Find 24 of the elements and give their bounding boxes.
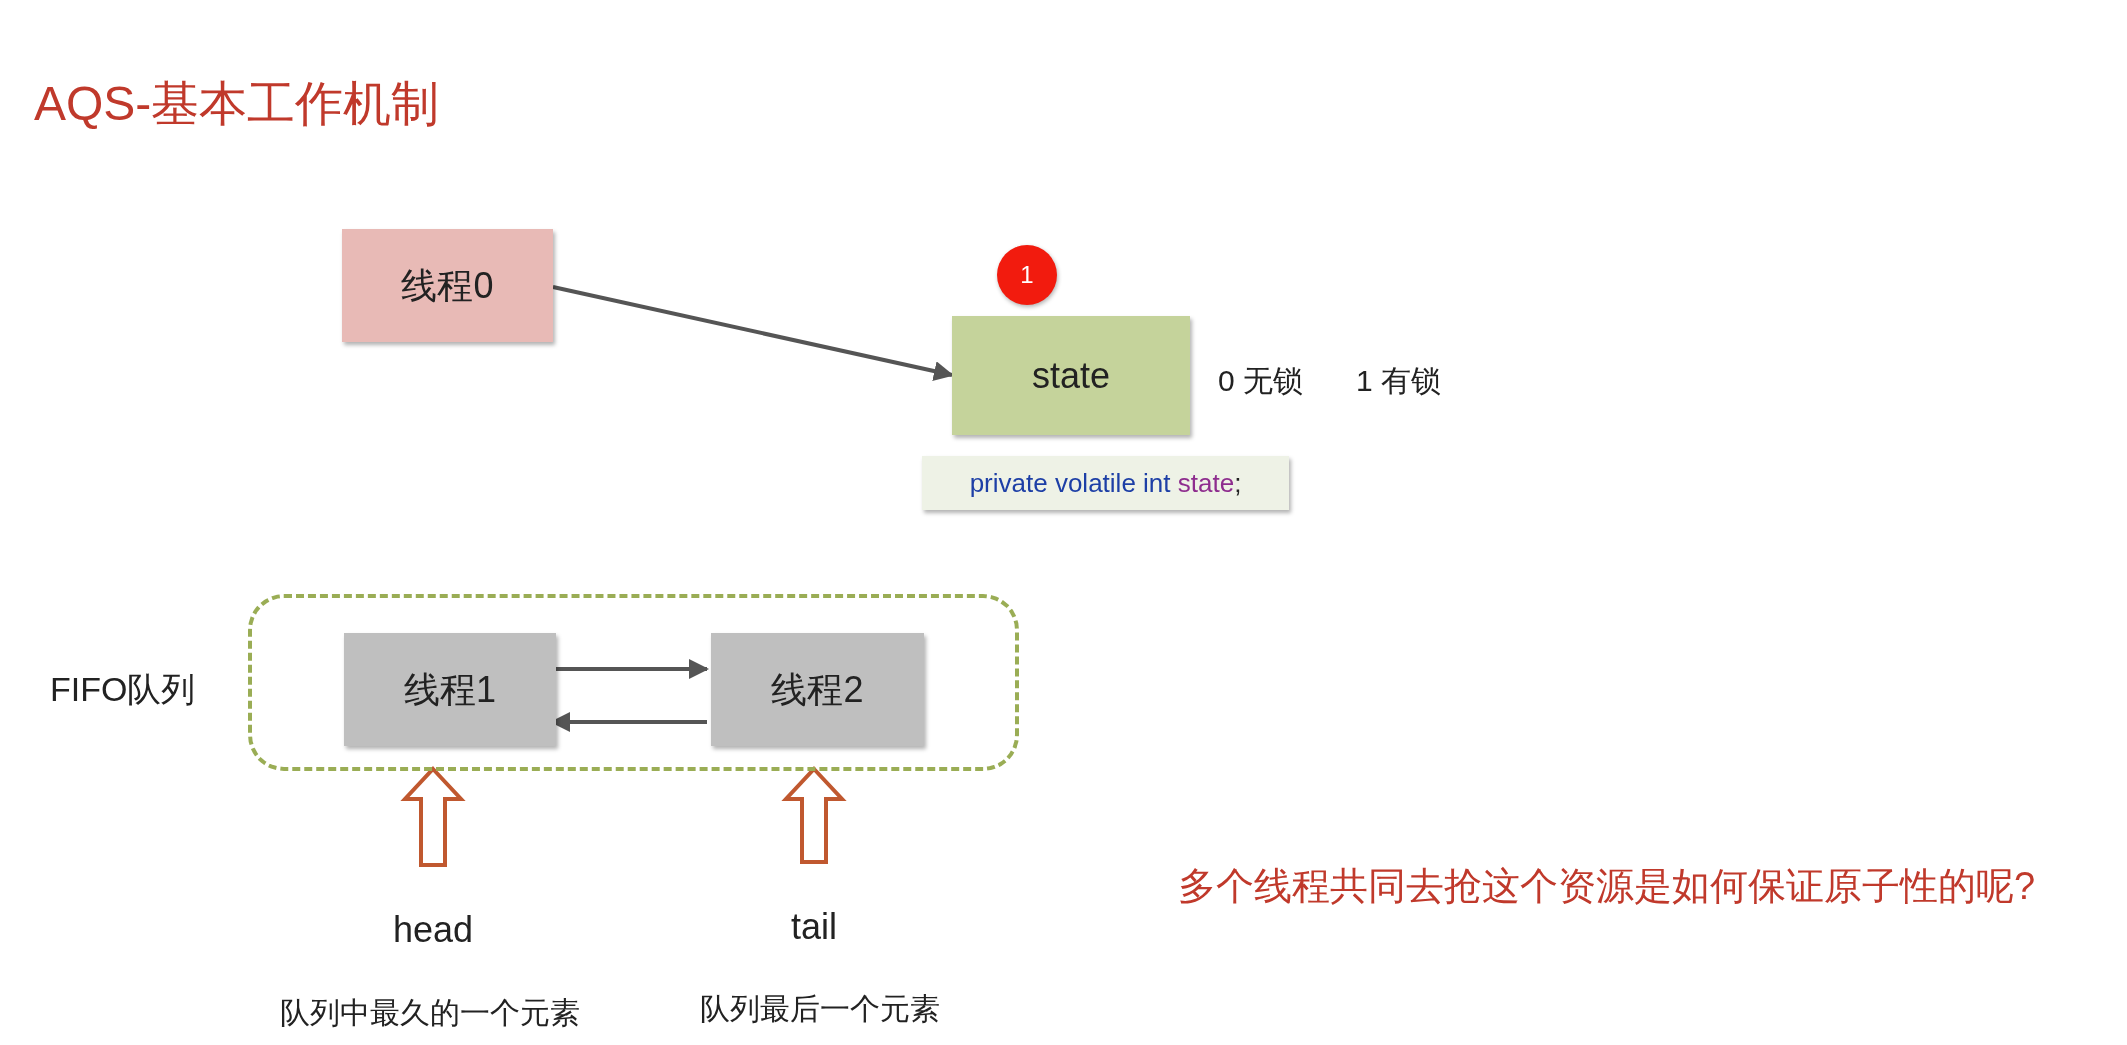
queue-container: [248, 594, 1019, 771]
thread-box: [711, 633, 924, 746]
arrow: [552, 285, 954, 381]
step-number-badge: 1: [997, 245, 1057, 305]
node-label: 线程2: [771, 667, 864, 712]
node-label: 线程0: [401, 263, 494, 308]
thread-box: [342, 229, 553, 342]
hollow-arrow: [781, 766, 847, 864]
note-text: 队列最后一个元素: [700, 991, 940, 1027]
note-text: 队列中最久的一个元素: [280, 995, 580, 1031]
code-box: [922, 456, 1289, 510]
note-text: FIFO队列: [50, 669, 196, 710]
thread-box: [344, 633, 556, 746]
code-text: private volatile int state;: [969, 466, 1242, 500]
note-text: 0 无锁: [1218, 363, 1304, 399]
node-label: head: [392, 908, 474, 952]
state-box: [952, 316, 1190, 435]
node-label: state: [1031, 353, 1110, 398]
hollow-arrow: [400, 766, 466, 867]
node-label: 线程1: [404, 667, 496, 712]
title: AQS-基本工作机制: [34, 76, 440, 132]
note-text: 1 有锁: [1356, 363, 1442, 399]
node-label: tail: [791, 905, 837, 949]
question-text: 多个线程共同去抢这个资源是如何保证原子性的呢?: [1178, 864, 2036, 909]
